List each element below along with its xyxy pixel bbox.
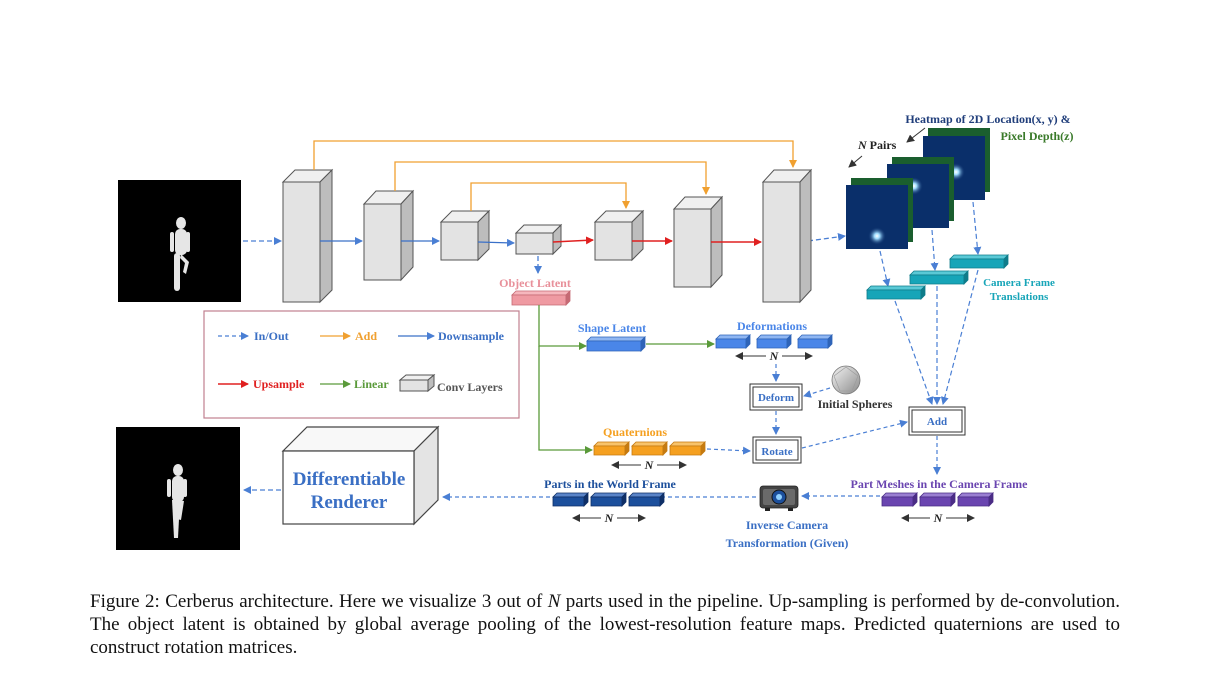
caption-text-2: parts used in the pipeline. Up-sampling … xyxy=(90,591,1120,658)
object-latent-bar xyxy=(511,290,571,306)
legend-in-out: In/Out xyxy=(254,329,289,343)
quaternions-to-rotate-arrow xyxy=(706,446,751,455)
deformations-n-marker: N xyxy=(735,349,813,363)
svg-text:Add: Add xyxy=(927,416,947,428)
architecture-diagram: Heatmap of 2D Location(x, y) & Pixel Dep… xyxy=(116,112,1074,550)
inverse-camera-label-2: Transformation (Given) xyxy=(726,536,849,550)
legend-conv-layers: Conv Layers xyxy=(437,380,503,394)
object-latent-label: Object Latent xyxy=(499,276,571,290)
conv-layers-encoder-decoder xyxy=(281,168,813,304)
part-meshes-n-marker: N xyxy=(901,511,975,525)
parts-world-frame-bars xyxy=(552,492,665,507)
svg-text:N: N xyxy=(933,511,944,525)
camera-frame-translations xyxy=(866,254,1009,300)
linear-arrows xyxy=(538,305,715,454)
caption-text-1: Figure 2: Cerberus architecture. Here we… xyxy=(90,591,548,612)
downsample-arrows xyxy=(320,237,515,247)
legend-linear: Linear xyxy=(354,377,389,391)
svg-text:Deform: Deform xyxy=(758,392,794,404)
rotate-to-add-arrow xyxy=(801,419,908,449)
renderer-label-2: Renderer xyxy=(311,492,388,513)
quaternion-bars xyxy=(593,441,706,456)
deformation-bars xyxy=(715,334,833,349)
svg-text:N: N xyxy=(769,349,780,363)
add-skip-connections xyxy=(313,140,797,211)
svg-text:Rotate: Rotate xyxy=(761,446,792,458)
caption-n-symbol: N xyxy=(547,591,561,612)
renderer-label-1: Differentiable xyxy=(293,469,406,490)
heatmap-title: Heatmap of 2D Location(x, y) & xyxy=(905,112,1070,126)
heatmap-stack xyxy=(846,128,990,249)
svg-text:N: N xyxy=(644,458,655,472)
deformations-label: Deformations xyxy=(737,319,807,333)
input-image xyxy=(118,180,241,302)
parts-world-n-marker: N xyxy=(572,511,646,525)
initial-sphere-icon xyxy=(831,365,861,395)
shape-latent-bar xyxy=(586,336,646,352)
legend: In/Out Add Downsample Upsample Linear Co… xyxy=(203,310,520,419)
camera-translations-label-2: Translations xyxy=(990,291,1049,303)
legend-add: Add xyxy=(355,329,377,343)
initial-spheres-label: Initial Spheres xyxy=(818,397,893,411)
shape-latent-label: Shape Latent xyxy=(578,321,646,335)
camera-translations-label-1: Camera Frame xyxy=(983,277,1055,289)
heatmap-to-translation-arrows xyxy=(879,201,982,287)
sphere-to-deform-arrow xyxy=(803,387,831,398)
part-meshes-camera-label: Part Meshes in the Camera Frame xyxy=(851,477,1029,491)
differentiable-renderer-box xyxy=(281,425,440,526)
translation-to-add-arrows xyxy=(894,269,979,405)
upsample-arrows xyxy=(552,236,762,246)
rotate-box: Rotate xyxy=(752,436,802,464)
parts-world-frame-label: Parts in the World Frame xyxy=(544,477,676,491)
n-pairs-pointer xyxy=(848,155,863,168)
figure-caption: Figure 2: Cerberus architecture. Here we… xyxy=(90,590,1120,659)
add-box: Add xyxy=(908,406,966,436)
legend-upsample: Upsample xyxy=(253,377,305,391)
n-pairs-label: N Pairs xyxy=(857,138,897,152)
legend-downsample: Downsample xyxy=(438,329,505,343)
inverse-camera-label-1: Inverse Camera xyxy=(746,518,828,532)
output-image xyxy=(116,427,240,550)
quaternions-n-marker: N xyxy=(611,458,687,472)
projector-icon xyxy=(759,485,799,511)
pixel-depth-label: Pixel Depth(z) xyxy=(1001,129,1074,143)
quaternions-label: Quaternions xyxy=(603,425,667,439)
part-meshes-camera-bars xyxy=(881,492,994,507)
svg-text:N: N xyxy=(604,511,615,525)
heatmap-title-pointer xyxy=(906,127,926,143)
in-out-arrows xyxy=(243,232,846,494)
deform-box: Deform xyxy=(749,383,803,411)
